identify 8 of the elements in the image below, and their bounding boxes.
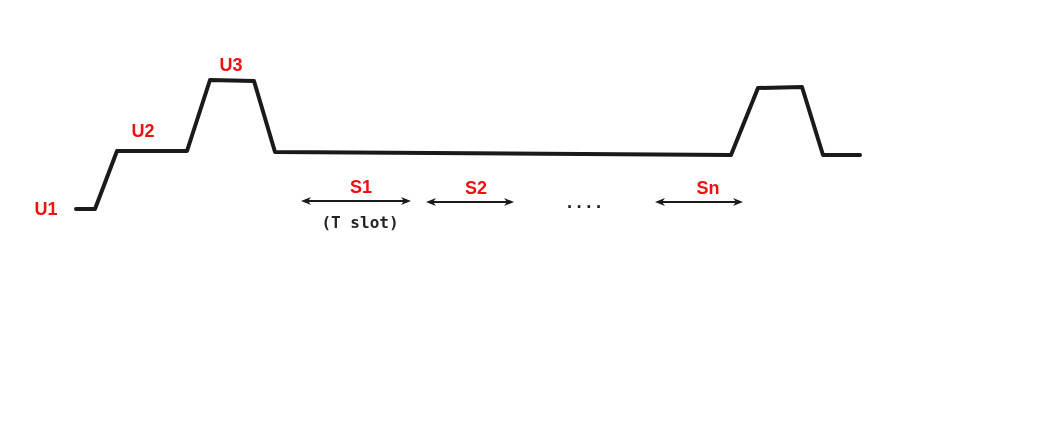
level-label: U1 — [34, 200, 58, 218]
slot-label: S2 — [465, 179, 487, 197]
slot-label: S1 — [350, 178, 372, 196]
ellipsis-text: .... — [564, 195, 604, 211]
slot-label: Sn — [696, 179, 720, 197]
slot-duration-note: (T slot) — [321, 215, 399, 231]
level-label: U3 — [219, 56, 243, 74]
level-label: U2 — [131, 122, 155, 140]
